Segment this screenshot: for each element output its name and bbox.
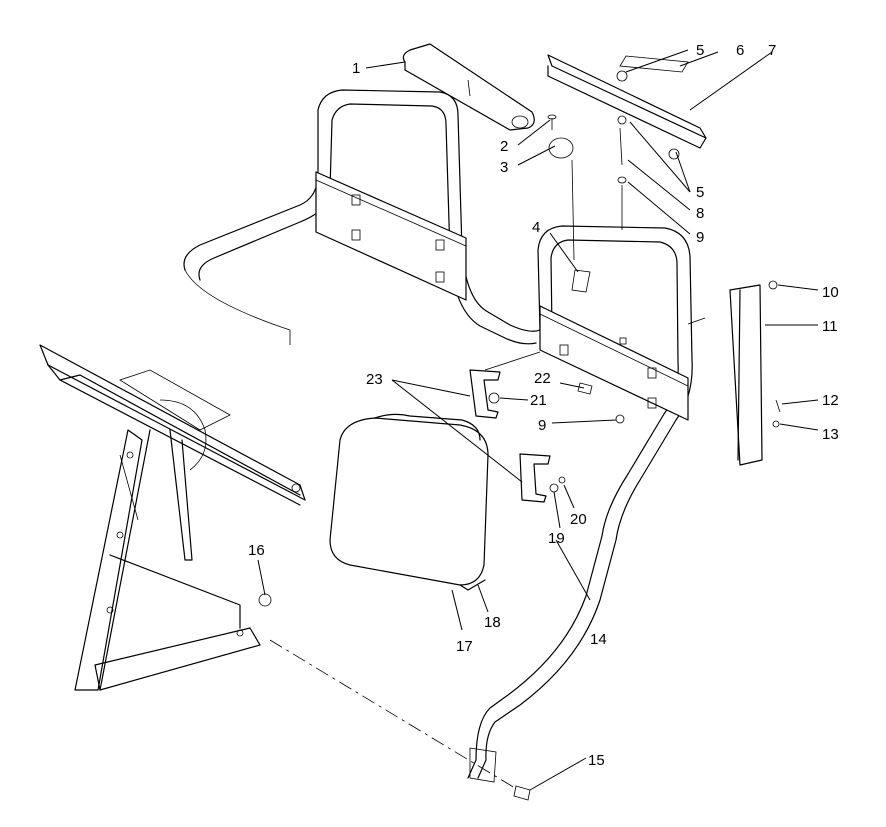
- callout-20: 20: [570, 511, 587, 528]
- item-cylinder-cover: [402, 43, 535, 131]
- callout-2: 2: [500, 138, 508, 155]
- callout-5-bottom: 5: [696, 184, 704, 201]
- callout-23: 23: [366, 371, 383, 388]
- callout-5-top: 5: [696, 42, 704, 59]
- rear-roll-bar: [183, 89, 541, 345]
- cart-frame: [39, 344, 306, 691]
- callout-7: 7: [768, 42, 776, 59]
- callout-9-top: 9: [696, 229, 704, 246]
- item-top-bracket: [547, 54, 707, 160]
- front-roll-bar: [467, 225, 693, 783]
- centerlines: [269, 159, 706, 789]
- callout-19: 19: [548, 530, 565, 547]
- item-upper-bracket: [469, 369, 501, 419]
- callout-8: 8: [696, 205, 704, 222]
- callout-12: 12: [822, 392, 839, 409]
- callout-18: 18: [484, 614, 501, 631]
- callout-1: 1: [352, 60, 360, 77]
- item-headrest-pad: [329, 413, 489, 591]
- callout-6: 6: [736, 42, 744, 59]
- item-lower-bracket: [519, 453, 551, 503]
- callout-16: 16: [248, 542, 265, 559]
- callout-21: 21: [530, 392, 547, 409]
- callout-11: 11: [822, 318, 838, 335]
- callout-9-bottom: 9: [538, 417, 546, 434]
- item-hardware: [258, 114, 781, 801]
- callout-14: 14: [590, 631, 607, 648]
- callout-17: 17: [456, 638, 473, 655]
- item-vertical-channel: [729, 284, 763, 466]
- callout-13: 13: [822, 426, 839, 443]
- callout-22: 22: [534, 370, 551, 387]
- callout-3: 3: [500, 159, 508, 176]
- callout-10: 10: [822, 284, 839, 301]
- leader-lines: [257, 49, 819, 791]
- callout-labels: 1 2 3 4 5 5 6 7 8 9 9 10 11 12 13 14 15 …: [248, 42, 839, 769]
- callout-15: 15: [588, 752, 605, 769]
- callout-4: 4: [532, 219, 540, 236]
